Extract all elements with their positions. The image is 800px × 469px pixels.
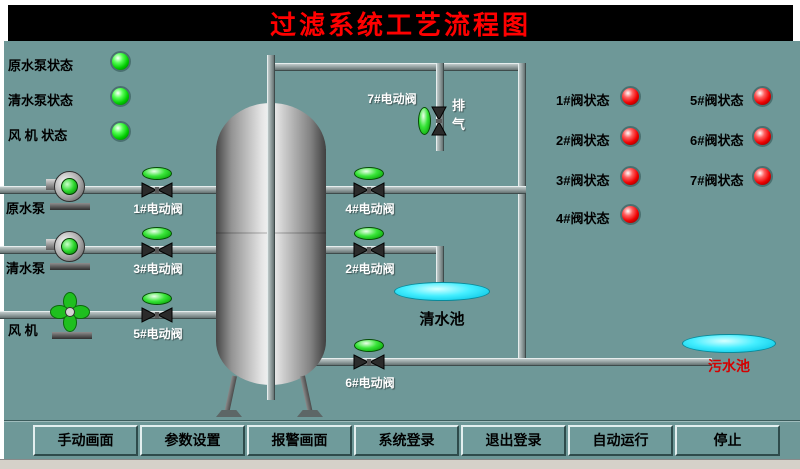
clean-pump-label: 清水泵 (6, 261, 46, 276)
valve-2-label: 2#电动阀 (345, 262, 395, 276)
fan-status-label: 风 机 状态 (8, 128, 68, 143)
valve-body-icon (431, 106, 447, 136)
button-bar-divider (4, 420, 800, 422)
valve-6-status-led (752, 126, 773, 147)
clean-pump-status-label: 清水泵状态 (8, 93, 74, 108)
valve-2-icon[interactable] (353, 227, 385, 263)
valve-3-status-led (620, 166, 641, 187)
valve-body-icon (141, 307, 173, 323)
valve-2-status-label: 2#阀状态 (556, 133, 610, 148)
pump-impeller (61, 238, 78, 255)
valve-3-status-label: 3#阀状态 (556, 173, 610, 188)
fan-base (52, 332, 92, 339)
air-pipe (0, 311, 270, 319)
tank-left-foot (216, 410, 242, 417)
valve-4-label: 4#电动阀 (345, 202, 395, 216)
btn-stop[interactable]: 停止 (675, 425, 780, 456)
btn-manual-screen[interactable]: 手动画面 (33, 425, 138, 456)
btn-logout[interactable]: 退出登录 (461, 425, 566, 456)
water-surface (682, 334, 776, 353)
valve-4-status-led (620, 204, 641, 225)
tank-outlet-top-pipe (325, 186, 526, 194)
valve-5-label: 5#电动阀 (133, 327, 183, 341)
valve-5-icon[interactable] (141, 292, 173, 328)
pump-base (50, 203, 90, 210)
tank-right-foot (297, 410, 323, 417)
pump-outlet (46, 239, 57, 250)
valve-open-indicator (142, 227, 172, 240)
pump-body (54, 231, 85, 262)
valve-1-status-led (620, 86, 641, 107)
valve-open-indicator (418, 107, 431, 135)
valve-6-status-label: 6#阀状态 (690, 133, 744, 148)
valve-open-indicator (354, 167, 384, 180)
waste-pool-label: 污水池 (708, 358, 750, 374)
valve-4-status-label: 4#阀状态 (556, 211, 610, 226)
valve-1-label: 1#电动阀 (133, 202, 183, 216)
water-surface (394, 282, 490, 301)
valve-2-status-led (620, 126, 641, 147)
valve-7-label: 7#电动阀 (367, 92, 417, 106)
fan-status-led (110, 121, 131, 142)
pump-base (50, 263, 90, 270)
valve-7-icon[interactable] (418, 106, 447, 136)
valve-6-icon[interactable] (353, 339, 385, 375)
valve-4-icon[interactable] (353, 167, 385, 203)
page-title: 过滤系统工艺流程图 (269, 10, 531, 40)
valve-1-status-label: 1#阀状态 (556, 93, 610, 108)
fan-label: 风 机 (8, 323, 38, 338)
valve-body-icon (353, 182, 385, 198)
valve-body-icon (141, 242, 173, 258)
valve-open-indicator (354, 339, 384, 352)
window-bottom-edge (0, 459, 800, 469)
clean-water-pipe (0, 246, 270, 254)
right-riser-pipe (518, 63, 526, 366)
top-header-pipe (267, 63, 526, 71)
valve-body-icon (353, 242, 385, 258)
clean-water-pump[interactable] (46, 230, 94, 270)
vent-label: 排气 (452, 98, 466, 132)
valve-open-indicator (354, 227, 384, 240)
valve-6-label: 6#电动阀 (345, 376, 395, 390)
fan-blades-icon (50, 292, 90, 332)
title-bar: 过滤系统工艺流程图 (8, 5, 793, 41)
valve-5-status-led (752, 86, 773, 107)
btn-alarm-screen[interactable]: 报警画面 (247, 425, 352, 456)
clean-water-pool: 清水池 (394, 282, 490, 350)
clean-pool-label: 清水池 (419, 311, 465, 328)
pump-outlet (46, 179, 57, 190)
valve-open-indicator (142, 292, 172, 305)
valve-1-icon[interactable] (141, 167, 173, 203)
drain-pipe (292, 358, 712, 366)
valve-7-status-label: 7#阀状态 (690, 173, 744, 188)
waste-water-pool: 污水池 (682, 334, 776, 398)
pump-impeller (61, 178, 78, 195)
raw-pump-label: 原水泵 (6, 201, 46, 216)
btn-system-login[interactable]: 系统登录 (354, 425, 459, 456)
btn-param-settings[interactable]: 参数设置 (140, 425, 245, 456)
raw-pump-status-led (110, 51, 131, 72)
valve-3-label: 3#电动阀 (133, 262, 183, 276)
clean-pump-status-led (110, 86, 131, 107)
clean-pool-feed-pipe (436, 246, 444, 292)
raw-water-pump[interactable] (46, 170, 94, 210)
raw-pump-status-label: 原水泵状态 (8, 58, 74, 73)
raw-water-pipe (0, 186, 270, 194)
valve-3-icon[interactable] (141, 227, 173, 263)
valve-body-icon (141, 182, 173, 198)
btn-auto-run[interactable]: 自动运行 (568, 425, 673, 456)
valve-open-indicator (142, 167, 172, 180)
tank-center-pipe (267, 55, 275, 400)
valve-body-icon (353, 354, 385, 370)
valve-5-status-label: 5#阀状态 (690, 93, 744, 108)
valve-7-status-led (752, 166, 773, 187)
blower-fan[interactable] (50, 292, 94, 339)
